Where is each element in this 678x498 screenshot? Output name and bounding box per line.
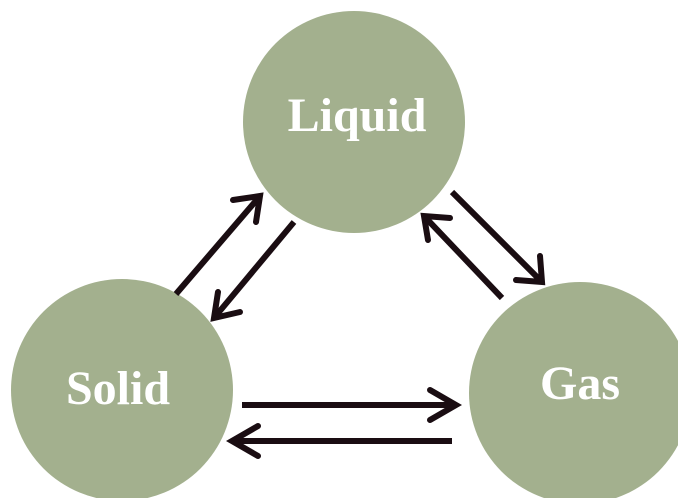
arrow-liquid-to-solid bbox=[210, 220, 297, 322]
arrow-solid-to-liquid bbox=[173, 192, 264, 296]
node-gas: Gas bbox=[469, 282, 678, 498]
arrow-gas-to-liquid bbox=[420, 212, 505, 301]
gas-label: Gas bbox=[540, 357, 620, 410]
arrow-solid-to-gas bbox=[242, 387, 463, 423]
node-liquid: Liquid bbox=[243, 11, 465, 233]
node-solid: Solid bbox=[11, 279, 233, 498]
arrow-liquid-to-gas bbox=[449, 189, 546, 286]
liquid-label: Liquid bbox=[288, 89, 427, 142]
liquid-circle bbox=[243, 11, 465, 233]
gas-circle bbox=[469, 282, 678, 498]
solid-label: Solid bbox=[66, 362, 170, 415]
arrow-gas-to-solid bbox=[225, 423, 452, 459]
solid-circle bbox=[11, 279, 233, 498]
